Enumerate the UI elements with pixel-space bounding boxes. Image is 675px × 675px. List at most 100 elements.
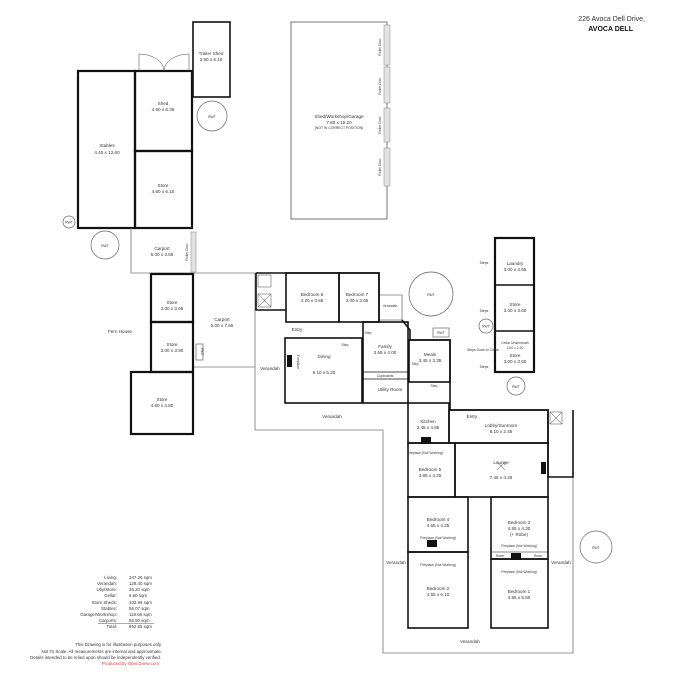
svg-text:Carport: Carport bbox=[154, 246, 170, 251]
store-b: Store 3.00 x 3.90 bbox=[149, 320, 195, 374]
svg-text:Fireplace (Not Working): Fireplace (Not Working) bbox=[501, 544, 537, 548]
svg-text:6.60 sqm: 6.60 sqm bbox=[129, 593, 147, 598]
svg-text:3.00 x 3.60: 3.00 x 3.60 bbox=[504, 359, 527, 364]
svg-text:RWT: RWT bbox=[200, 348, 204, 356]
svg-text:3.00 x 3.90: 3.00 x 3.90 bbox=[161, 348, 184, 353]
svg-text:Dining: Dining bbox=[317, 354, 330, 359]
svg-text:Family: Family bbox=[378, 344, 392, 349]
svg-text:4.55 x 6.10: 4.55 x 6.10 bbox=[427, 592, 450, 597]
area-total: Total: 852.55 sqm bbox=[107, 624, 153, 629]
svg-text:6.10 x 5.20: 6.10 x 5.20 bbox=[313, 370, 336, 375]
svg-text:4.60 x 6.10: 4.60 x 6.10 bbox=[152, 189, 175, 194]
shower-icon bbox=[549, 411, 563, 425]
svg-text:Total:: Total: bbox=[107, 624, 118, 629]
area-row: Garage/Workshop:118.56 sqm bbox=[80, 612, 152, 617]
fireplace-icon bbox=[511, 553, 521, 560]
svg-text:Steps Down to Cellar: Steps Down to Cellar bbox=[467, 348, 500, 352]
svg-text:RWT: RWT bbox=[208, 115, 216, 119]
svg-text:Roller Door: Roller Door bbox=[185, 243, 189, 261]
trailer-shed: Trailer Shed 3.50 x 6.10 bbox=[192, 21, 231, 98]
svg-text:Kitchen: Kitchen bbox=[420, 419, 436, 424]
svg-text:347.26 sqm: 347.26 sqm bbox=[129, 575, 152, 580]
store-top: Store 4.60 x 6.10 bbox=[133, 149, 194, 230]
svg-text:852.55 sqm: 852.55 sqm bbox=[129, 624, 152, 629]
area-row: Living: 347.26 sqm bbox=[104, 575, 152, 580]
svg-text:Fireplace: Fireplace bbox=[296, 355, 300, 369]
svg-text:Shed/Workshop/Garage: Shed/Workshop/Garage bbox=[314, 114, 364, 119]
svg-text:Fireplace (Not Working): Fireplace (Not Working) bbox=[407, 451, 443, 455]
svg-text:Verandah: Verandah bbox=[260, 366, 280, 371]
svg-text:Roller Door: Roller Door bbox=[378, 77, 382, 95]
svg-text:RWT: RWT bbox=[427, 293, 435, 297]
svg-text:4.55 x 4.25: 4.55 x 4.25 bbox=[427, 523, 450, 528]
room-labels: Bedroom 6 4.20 x 3.65 Bedroom 7 3.00 x 3… bbox=[292, 292, 543, 600]
area-row: Cellar:6.60 sqm bbox=[104, 593, 147, 598]
toilet-icon bbox=[257, 274, 272, 288]
svg-text:Fireplace (Not Working): Fireplace (Not Working) bbox=[420, 536, 456, 540]
svg-text:Store: Store bbox=[157, 397, 168, 402]
svg-text:RWT: RWT bbox=[437, 331, 445, 335]
svg-text:129.40 sqm: 129.40 sqm bbox=[129, 581, 152, 586]
svg-text:Robe: Robe bbox=[496, 554, 504, 558]
svg-text:3.45 x 4.85: 3.45 x 4.85 bbox=[417, 425, 440, 430]
ceiling-fan-icon bbox=[496, 461, 506, 471]
svg-text:Verandah: Verandah bbox=[551, 560, 571, 565]
svg-text:Verandah: Verandah bbox=[386, 560, 406, 565]
svg-text:7.45 x 4.25: 7.45 x 4.25 bbox=[490, 475, 513, 480]
fern-house-label: Fern House bbox=[108, 329, 132, 334]
svg-text:3.00 x 3.60: 3.00 x 3.60 bbox=[504, 308, 527, 313]
address-line: 226 Avoca Dell Drive, bbox=[578, 16, 645, 23]
svg-text:Garage/Workshop:: Garage/Workshop: bbox=[80, 612, 117, 617]
svg-text:Shed: Shed bbox=[158, 101, 169, 106]
svg-text:3.00 x 2.20: 3.00 x 2.20 bbox=[507, 346, 524, 350]
svg-text:Bedroom 7: Bedroom 7 bbox=[346, 292, 369, 297]
suburb: AVOCA DELL bbox=[588, 26, 633, 33]
svg-text:This Drawing is for illustrati: This Drawing is for illustration purpose… bbox=[75, 642, 162, 647]
fireplace-icon bbox=[541, 462, 546, 474]
svg-text:Living:: Living: bbox=[104, 575, 117, 580]
double-door-icon bbox=[138, 53, 190, 72]
svg-text:8.10 x 2.45: 8.10 x 2.45 bbox=[490, 429, 513, 434]
svg-text:Verandah:: Verandah: bbox=[97, 581, 117, 586]
main-house bbox=[255, 272, 574, 629]
svg-text:Bedroom 5: Bedroom 5 bbox=[419, 467, 442, 472]
svg-text:Bedroom 6: Bedroom 6 bbox=[301, 292, 324, 297]
svg-text:Utility Room: Utility Room bbox=[378, 387, 403, 392]
svg-text:Entry: Entry bbox=[467, 414, 478, 419]
svg-text:7.80 x 15.20: 7.80 x 15.20 bbox=[326, 120, 352, 125]
svg-text:4.45 x 12.60: 4.45 x 12.60 bbox=[94, 150, 120, 155]
svg-text:4.55 x 5.50: 4.55 x 5.50 bbox=[508, 595, 531, 600]
verandah: Verandah Verandah Verandah Verandah Vera… bbox=[254, 273, 574, 654]
svg-text:Verandah: Verandah bbox=[383, 304, 398, 308]
area-row: Store Sheds:102.96 sqm bbox=[92, 600, 153, 605]
svg-text:RWT: RWT bbox=[592, 546, 600, 550]
svg-text:4.80 x 4.80: 4.80 x 4.80 bbox=[151, 403, 174, 408]
carport-1: Roller Door Carport 5.00 x 3.65 bbox=[130, 228, 290, 274]
svg-text:(+ Robe): (+ Robe) bbox=[510, 532, 528, 537]
svg-text:Store: Store bbox=[510, 353, 521, 358]
svg-text:Robe: Robe bbox=[534, 554, 542, 558]
svg-text:Meals: Meals bbox=[424, 352, 437, 357]
svg-text:Lobby/Sunroom: Lobby/Sunroom bbox=[485, 423, 518, 428]
svg-text:Step: Step bbox=[412, 362, 419, 366]
svg-text:RWT: RWT bbox=[482, 325, 490, 329]
svg-text:Carports:: Carports: bbox=[99, 618, 117, 623]
svg-text:Bedroom 3: Bedroom 3 bbox=[508, 520, 531, 525]
svg-text:Verandah: Verandah bbox=[322, 414, 342, 419]
workshop: Shed/Workshop/Garage 7.80 x 15.20 (NOT I… bbox=[290, 21, 391, 220]
svg-text:4.20 x 3.65: 4.20 x 3.65 bbox=[301, 298, 324, 303]
svg-text:Roller Door: Roller Door bbox=[378, 38, 382, 56]
svg-text:5.00 x 7.65: 5.00 x 7.65 bbox=[211, 323, 234, 328]
svg-text:5.00 x 3.65: 5.00 x 3.65 bbox=[151, 252, 174, 257]
svg-text:Lounge: Lounge bbox=[493, 460, 509, 465]
area-row: Verandah: 129.40 sqm bbox=[97, 581, 152, 586]
svg-text:Roller Door: Roller Door bbox=[378, 158, 382, 176]
svg-text:Store: Store bbox=[158, 183, 169, 188]
svg-text:RWT: RWT bbox=[65, 221, 73, 225]
store-a: Store 3.00 x 3.65 bbox=[149, 272, 195, 324]
carport-2: Carport 5.00 x 7.65 bbox=[193, 317, 255, 368]
laundry-block: Laundry 3.00 x 3.65 Store 3.00 x 3.60 Ce… bbox=[467, 236, 536, 374]
svg-text:3.50 x 6.10: 3.50 x 6.10 bbox=[200, 57, 223, 62]
area-schedule: Living:347.26 sqm Verandah:129.40 sqm Ut… bbox=[80, 575, 154, 629]
svg-text:Entry: Entry bbox=[292, 327, 303, 332]
